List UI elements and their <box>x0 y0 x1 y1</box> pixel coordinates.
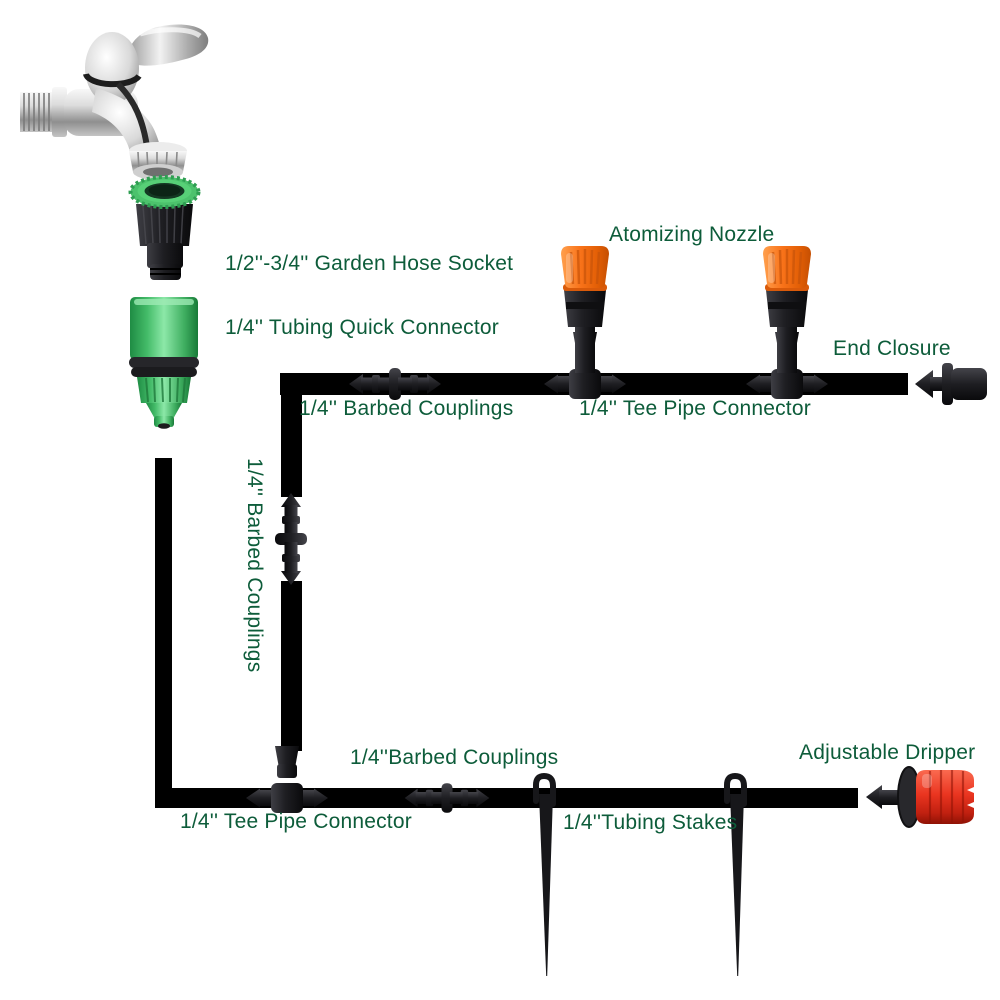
label-barbed-couplings-bottom: 1/4''Barbed Couplings <box>350 746 559 769</box>
tube-left-vertical <box>155 458 172 808</box>
faucet-illustration <box>20 24 209 180</box>
end-closure-illustration <box>915 363 987 405</box>
label-tubing-stakes: 1/4''Tubing Stakes <box>563 811 738 834</box>
tubing-quick-connector-illustration <box>129 297 199 429</box>
label-tee-pipe-connector-bottom: 1/4'' Tee Pipe Connector <box>180 810 412 833</box>
atomizing-nozzle-assembly-right <box>746 244 828 399</box>
label-barbed-couplings-vertical: 1/4'' Barbed Couplings <box>243 458 266 673</box>
tubing-lines <box>155 373 908 808</box>
tube-right-vertical-lower <box>281 581 302 751</box>
atomizing-nozzle-assembly-left <box>544 244 626 399</box>
label-tee-pipe-connector-top: 1/4'' Tee Pipe Connector <box>579 397 811 420</box>
label-barbed-couplings-top: 1/4'' Barbed Couplings <box>299 397 514 420</box>
barbed-coupling-top <box>349 368 441 400</box>
label-atomizing-nozzle: Atomizing Nozzle <box>609 223 775 246</box>
label-tubing-quick-connector: 1/4'' Tubing Quick Connector <box>225 316 499 339</box>
label-end-closure: End Closure <box>833 337 951 360</box>
garden-hose-socket-illustration <box>128 175 201 280</box>
barbed-coupling-vertical <box>275 493 307 585</box>
barbed-coupling-bottom <box>404 783 490 813</box>
adjustable-dripper-illustration <box>866 766 974 828</box>
tee-pipe-connector-bottom <box>246 746 328 813</box>
atomizing-nozzle-left <box>559 244 611 375</box>
tube-bottom-horizontal <box>155 788 858 808</box>
atomizing-nozzle-right <box>761 244 813 375</box>
label-adjustable-dripper: Adjustable Dripper <box>799 741 976 764</box>
label-garden-hose-socket: 1/2''-3/4'' Garden Hose Socket <box>225 252 514 275</box>
tube-right-vertical-upper <box>281 373 302 497</box>
